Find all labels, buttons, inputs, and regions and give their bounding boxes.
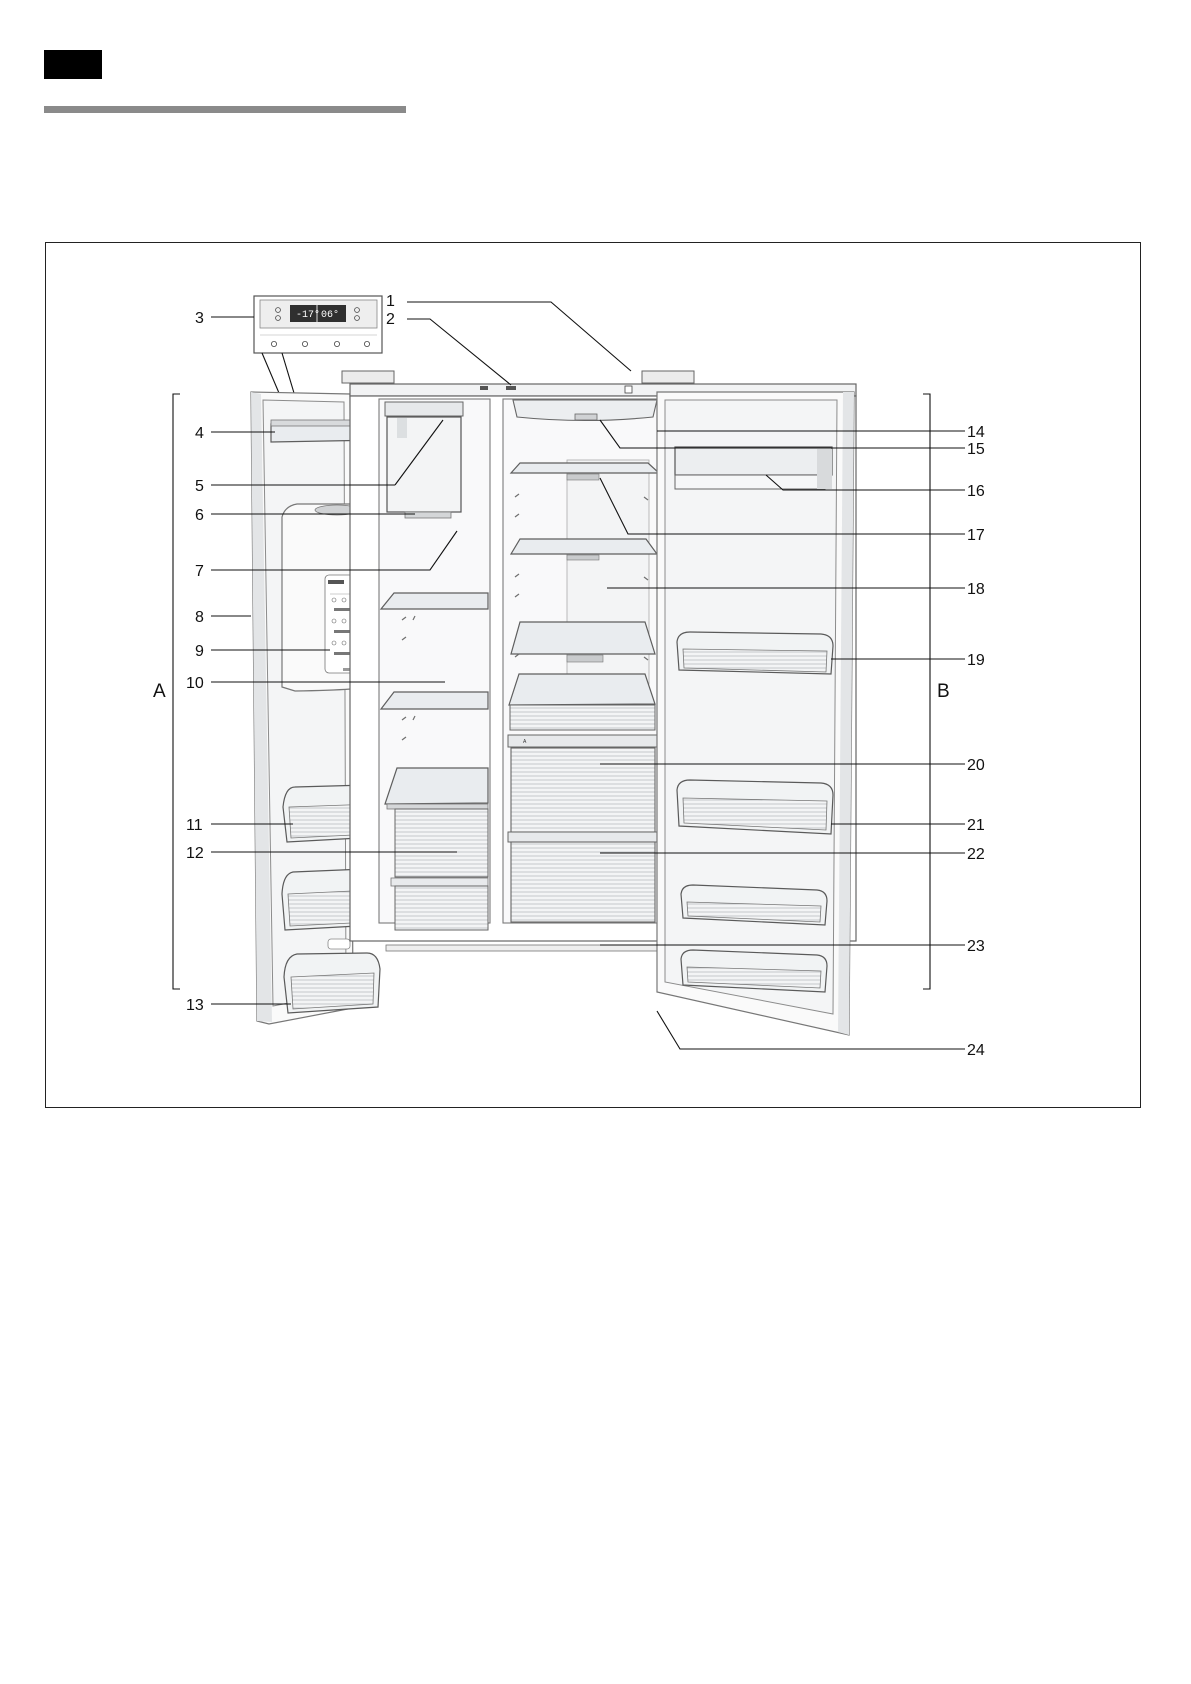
callout-8: 8 bbox=[195, 609, 204, 626]
callout-24: 24 bbox=[967, 1042, 985, 1059]
callout-3: 3 bbox=[195, 310, 204, 327]
callout-10: 10 bbox=[186, 675, 204, 692]
section-a-bracket bbox=[173, 394, 180, 989]
callout-17: 17 bbox=[967, 527, 985, 544]
freezer-temp-readout: -17° bbox=[296, 309, 320, 321]
section-b-label: B bbox=[937, 681, 950, 702]
callout-22: 22 bbox=[967, 846, 985, 863]
callout-11: 11 bbox=[186, 817, 203, 834]
page-header-rule bbox=[44, 106, 406, 113]
callout-20: 20 bbox=[967, 757, 985, 774]
callout-12: 12 bbox=[186, 845, 204, 862]
callout-16: 16 bbox=[967, 483, 985, 500]
callout-18: 18 bbox=[967, 581, 985, 598]
callout-21: 21 bbox=[967, 817, 985, 834]
callout-14: 14 bbox=[967, 424, 985, 441]
callout-15: 15 bbox=[967, 441, 985, 458]
callout-2: 2 bbox=[386, 311, 395, 328]
callout-6: 6 bbox=[195, 507, 204, 524]
callout-13: 13 bbox=[186, 997, 204, 1014]
callout-7: 7 bbox=[195, 563, 204, 580]
fridge-diagram: -17° 06° bbox=[45, 242, 1141, 1108]
callout-23: 23 bbox=[967, 938, 985, 955]
callout-9: 9 bbox=[195, 643, 204, 660]
callout-1: 1 bbox=[386, 293, 395, 310]
fridge-door bbox=[657, 392, 854, 1035]
callout-19: 19 bbox=[967, 652, 985, 669]
page-header-tab bbox=[44, 50, 102, 79]
fridge-temp-readout: 06° bbox=[321, 309, 339, 321]
section-a-label: A bbox=[153, 681, 166, 702]
section-b-bracket bbox=[923, 394, 930, 989]
callout-4: 4 bbox=[195, 425, 204, 442]
callout-5: 5 bbox=[195, 478, 204, 495]
